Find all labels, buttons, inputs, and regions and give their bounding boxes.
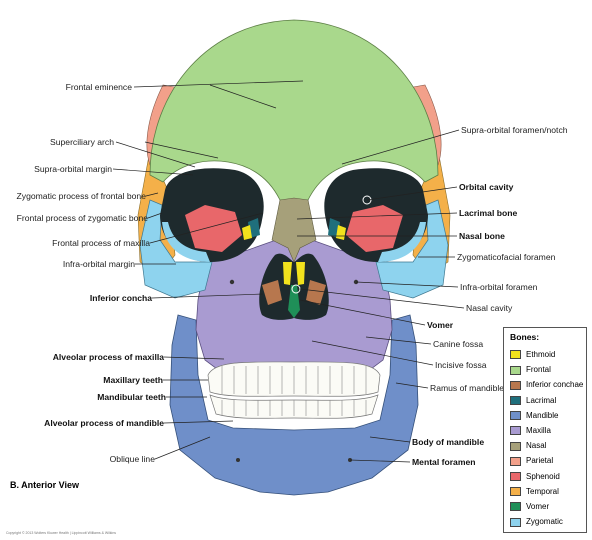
label-canine-fossa: Canine fossa: [433, 339, 484, 349]
legend-label: Mandible: [526, 410, 559, 420]
legend-swatch: [510, 487, 521, 497]
legend-label: Ethmoid: [526, 350, 556, 359]
legend-title: Bones:: [510, 332, 540, 342]
label-orbital-cavity: Orbital cavity: [459, 182, 514, 192]
infra-orbital-foramen-left: [229, 279, 235, 285]
legend-label: Parietal: [526, 456, 554, 466]
label-body-mandible: Body of mandible: [412, 437, 485, 447]
mandible-bone: [169, 314, 419, 496]
leader-lines: [112, 80, 465, 463]
legend-item: Frontal: [510, 364, 551, 376]
legend-label: Sphenoid: [526, 471, 560, 481]
label-vomer: Vomer: [427, 320, 454, 330]
label-nasal-cavity: Nasal cavity: [466, 303, 513, 313]
label-supra-orbital-foramen: Supra-orbital foramen/notch: [461, 125, 568, 135]
legend-swatch: [510, 502, 521, 512]
legend-label: Temporal: [526, 486, 559, 496]
label-frontal-process-zygomatic: Frontal process of zygomatic bone: [16, 213, 148, 223]
label-supra-orbital-margin: Supra-orbital margin: [34, 164, 112, 174]
ethmoid-left: [242, 225, 252, 240]
nasal-bone: [271, 197, 317, 263]
label-lacrimal-bone: Lacrimal bone: [459, 208, 518, 218]
sphenoid-left: [185, 205, 242, 252]
orbit-floor-left: [162, 222, 210, 262]
mental-foramen-left: [236, 458, 240, 462]
label-nasal-bone: Nasal bone: [459, 231, 505, 241]
legend-item: Nasal: [510, 440, 546, 452]
legend-item: Temporal: [510, 486, 559, 498]
legend-swatch: [510, 426, 521, 436]
tooth-separators: [221, 366, 367, 416]
legend-label: Vomer: [526, 502, 550, 511]
label-superciliary-arch: Superciliary arch: [50, 137, 114, 147]
legend-label: Maxilla: [526, 426, 551, 435]
legend-swatch: [510, 411, 521, 421]
label-zygomaticofacial: Zygomaticofacial foramen: [457, 252, 556, 262]
legend-swatch: [510, 441, 521, 451]
legend-item: Maxilla: [510, 425, 551, 437]
label-mental-foramen: Mental foramen: [412, 457, 476, 467]
legend-swatch: [510, 350, 521, 360]
legend-item: Mandible: [510, 410, 558, 422]
legend-swatch: [510, 471, 521, 481]
label-mandibular-teeth: Mandibular teeth: [97, 392, 166, 402]
label-alveolar-maxilla: Alveolar process of maxilla: [52, 352, 164, 362]
label-zygomatic-process-frontal: Zygomatic process of frontal bone: [16, 191, 146, 201]
legend-item: Zygomatic: [510, 516, 563, 528]
legend-swatch: [510, 380, 521, 390]
inferior-concha-right: [306, 280, 326, 305]
label-alveolar-mandible: Alveolar process of mandible: [44, 418, 164, 428]
label-frontal-process-maxilla: Frontal process of maxilla: [52, 238, 150, 248]
legend-label: Zygomatic: [526, 517, 563, 527]
legend-swatch: [510, 456, 521, 466]
legend-item: Lacrimal: [510, 395, 556, 407]
label-incisive-fossa: Incisive fossa: [435, 360, 487, 370]
frontal-bone: [149, 19, 439, 206]
legend-item: Parietal: [510, 455, 553, 467]
legend-item: Sphenoid: [510, 471, 560, 483]
label-ramus: Ramus of mandible: [430, 383, 505, 393]
legend-item: Ethmoid: [510, 349, 555, 361]
legend-item: Vomer: [510, 501, 549, 513]
label-infra-orbital-margin: Infra-orbital margin: [62, 259, 135, 269]
legend-label: Lacrimal: [526, 395, 557, 405]
legend-swatch: [510, 365, 521, 375]
label-frontal-eminence: Frontal eminence: [65, 82, 132, 92]
label-inferior-concha: Inferior concha: [89, 293, 152, 303]
view-caption: B. Anterior View: [10, 480, 80, 490]
legend-swatch: [510, 395, 521, 405]
orbit-floor-right: [378, 222, 426, 262]
legend-label: Inferior conchae: [526, 380, 584, 390]
label-infra-orbital-foramen: Infra-orbital foramen: [460, 282, 538, 292]
legend-item: Inferior conchae: [510, 379, 583, 391]
legend-label: Frontal: [526, 365, 551, 375]
label-oblique-line: Oblique line: [109, 454, 155, 464]
legend-swatch: [510, 517, 521, 527]
legend-label: Nasal: [526, 441, 547, 451]
inferior-concha-left: [262, 280, 282, 305]
label-maxillary-teeth: Maxillary teeth: [103, 375, 163, 385]
orbit-marker: [362, 195, 372, 205]
ethmoid-nasal: [283, 262, 305, 285]
copyright-text: Copyright © 2013 Wolters Kluwer Health |…: [6, 531, 117, 535]
